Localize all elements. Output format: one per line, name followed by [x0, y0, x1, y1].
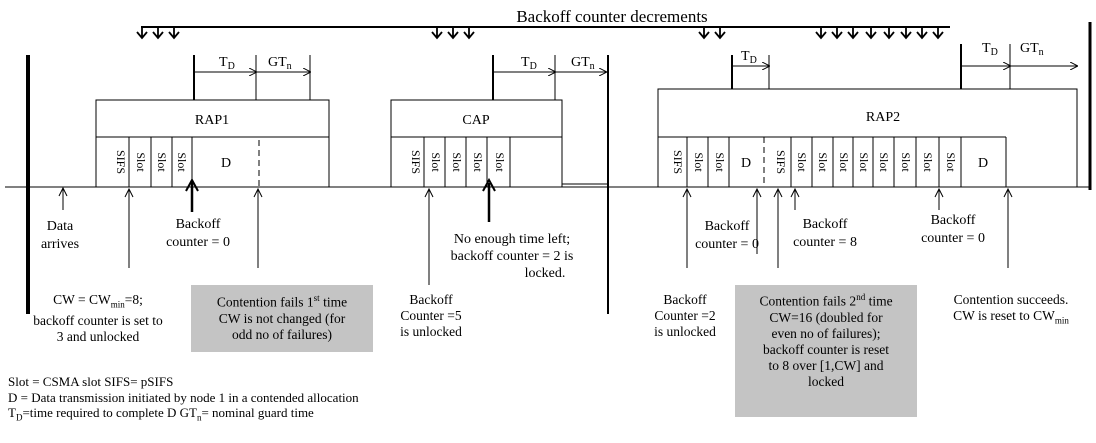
cap-gt: GTn — [571, 55, 595, 72]
rap2-slot-8: Slot — [899, 152, 913, 172]
decrement-arrow-group-2 — [431, 28, 475, 40]
note-contention-succeeds: Contention succeeds. CW is reset to CWmi… — [953, 292, 1069, 326]
cap-slot-1: Slot — [429, 152, 443, 172]
cap-slot-4: Slot — [493, 152, 507, 172]
rap2-slot-5: Slot — [837, 152, 851, 172]
cap-label: CAP — [462, 113, 489, 128]
rap2-slot-4: Slot — [816, 152, 830, 172]
rap1-data-dashed — [192, 136, 260, 187]
note-cw-min: CW = CWmin=8; backoff counter is set to … — [33, 292, 163, 344]
rap2-data-label: D — [978, 156, 988, 171]
rap2-label: RAP2 — [866, 110, 900, 125]
event-arrows — [58, 186, 1013, 285]
rap1-sifs: SIFS — [114, 150, 128, 174]
decrement-arrows — [136, 28, 944, 40]
rap2-slot-2: Slot — [713, 152, 727, 172]
cap-slot-2: Slot — [450, 152, 464, 172]
rap2-sifs-2: SIFS — [774, 150, 788, 174]
note-backoff-5: Backoff Counter =5 is unlocked — [400, 292, 462, 339]
note-backoff-2: Backoff Counter =2 is unlocked — [654, 292, 716, 339]
rap1-td: TD — [219, 55, 235, 72]
rap1-data-label: D — [221, 156, 231, 171]
rap2-td-2: TD — [982, 41, 998, 58]
note-contention-fails-1: Contention fails 1st time CW is not chan… — [191, 285, 373, 352]
cap-slot-3: Slot — [471, 152, 485, 172]
cap-td: TD — [521, 55, 537, 72]
rap1-slot-1: Slot — [134, 152, 148, 172]
decrement-arrow-group-1 — [136, 28, 180, 40]
rap2-slot-6: Slot — [857, 152, 871, 172]
rap2-period: RAP2 SIFS Slot Slot D SIFS Slot Slot Slo… — [657, 41, 1077, 188]
event-no-enough-time: No enough time left;backoff counter = 2 … — [451, 232, 574, 281]
diagram-title: Backoff counter decrements — [516, 7, 707, 26]
rap2-slot-1: Slot — [692, 152, 706, 172]
rap2-slot-10: Slot — [944, 152, 958, 172]
rap2-slot-7: Slot — [877, 152, 891, 172]
rap2-slot-3: Slot — [795, 152, 809, 172]
rap1-period: RAP1 SIFS Slot Slot Slot D TD GTn — [95, 55, 330, 212]
rap1-slot-3: Slot — [175, 152, 189, 172]
rap2-slot-9: Slot — [921, 152, 935, 172]
note-contention-fails-2: Contention fails 2nd time CW=16 (doubled… — [735, 285, 917, 417]
rap2-data-dashed-label: D — [741, 156, 751, 171]
decrement-arrow-group-4 — [815, 28, 944, 40]
legend-line-2: D = Data transmission initiated by node … — [8, 389, 359, 405]
legend: Slot = CSMA slot SIFS= pSIFS D = Data tr… — [8, 374, 359, 426]
rap2-sifs-1: SIFS — [671, 150, 685, 174]
legend-line-1: Slot = CSMA slot SIFS= pSIFS — [8, 374, 174, 389]
rap2-td-1: TD — [741, 49, 757, 66]
rap2-gt: GTn — [1020, 41, 1044, 58]
rap1-gt: GTn — [268, 55, 292, 72]
cap-sifs: SIFS — [409, 150, 423, 174]
rap1-slot-2: Slot — [155, 152, 169, 172]
decrement-arrow-group-3 — [698, 28, 726, 40]
cap-period: CAP SIFS Slot Slot Slot Slot TD GTn — [390, 55, 608, 222]
legend-line-3: TD=time required to complete D GTn= nomi… — [8, 405, 314, 423]
rap1-label: RAP1 — [195, 113, 229, 128]
